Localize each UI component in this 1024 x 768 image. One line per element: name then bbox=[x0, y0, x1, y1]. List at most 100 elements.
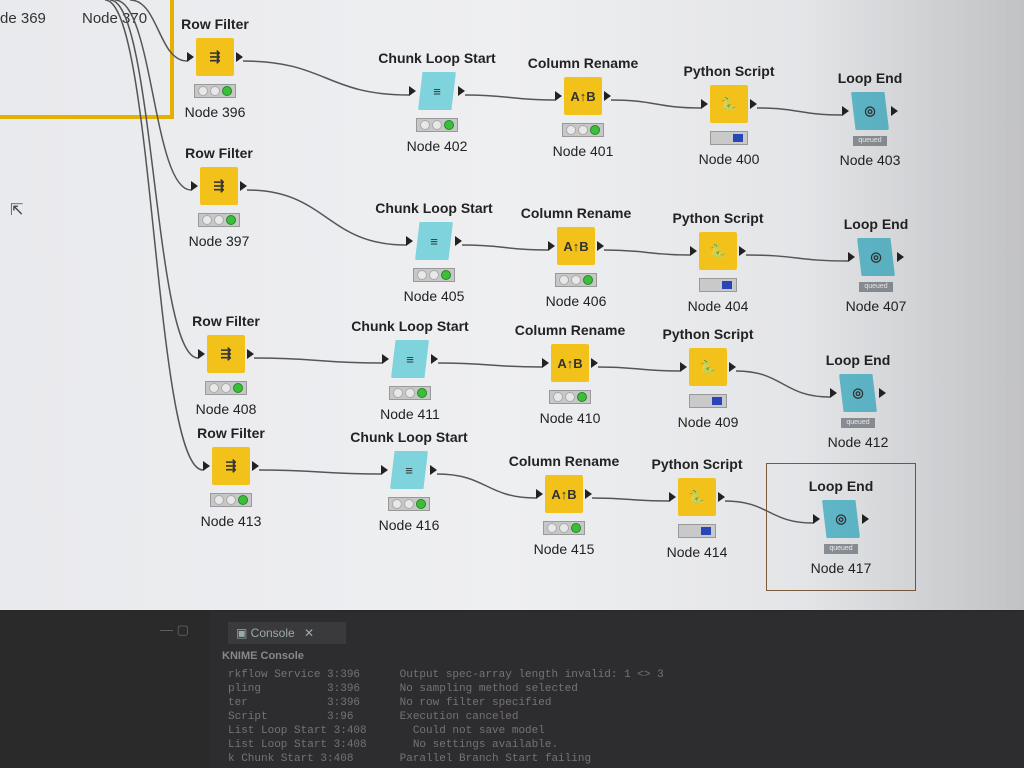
filter-node-icon[interactable]: ⇶ bbox=[212, 447, 250, 485]
wire-n408-n411[interactable] bbox=[253, 357, 383, 364]
node-n404[interactable]: Python Script🐍Node 404 bbox=[658, 210, 778, 314]
output-port-icon[interactable] bbox=[862, 514, 869, 524]
node-n416[interactable]: Chunk Loop Start≡Node 416 bbox=[349, 429, 469, 533]
wire-n397-n405[interactable] bbox=[246, 189, 407, 246]
wire-n396-n402[interactable] bbox=[242, 60, 410, 96]
node-n411[interactable]: Chunk Loop Start≡Node 411 bbox=[350, 318, 470, 422]
input-port-icon[interactable] bbox=[198, 349, 205, 359]
output-port-icon[interactable] bbox=[431, 354, 438, 364]
input-port-icon[interactable] bbox=[842, 106, 849, 116]
rename-node-icon[interactable]: A↑B bbox=[551, 344, 589, 382]
input-port-icon[interactable] bbox=[203, 461, 210, 471]
minimize-maximize-icon[interactable]: — ▢ bbox=[160, 622, 189, 637]
output-port-icon[interactable] bbox=[891, 106, 898, 116]
output-port-icon[interactable] bbox=[591, 358, 598, 368]
output-port-icon[interactable] bbox=[879, 388, 886, 398]
chunk-node-icon[interactable]: ≡ bbox=[390, 451, 428, 489]
output-port-icon[interactable] bbox=[236, 52, 243, 62]
input-port-icon[interactable] bbox=[409, 86, 416, 96]
wire-source-n396[interactable] bbox=[129, 0, 188, 62]
input-port-icon[interactable] bbox=[406, 236, 413, 246]
output-port-icon[interactable] bbox=[750, 99, 757, 109]
input-port-icon[interactable] bbox=[191, 181, 198, 191]
input-port-icon[interactable] bbox=[187, 52, 194, 62]
input-port-icon[interactable] bbox=[813, 514, 820, 524]
input-port-icon[interactable] bbox=[690, 246, 697, 256]
output-port-icon[interactable] bbox=[430, 465, 437, 475]
input-port-icon[interactable] bbox=[542, 358, 549, 368]
python-node-icon[interactable]: 🐍 bbox=[710, 85, 748, 123]
wire-n413-n416[interactable] bbox=[258, 469, 382, 475]
input-port-icon[interactable] bbox=[848, 252, 855, 262]
rename-node-icon[interactable]: A↑B bbox=[545, 475, 583, 513]
wire-n406-n404[interactable] bbox=[603, 249, 691, 256]
filter-node-icon[interactable]: ⇶ bbox=[196, 38, 234, 76]
wire-source-n408[interactable] bbox=[109, 0, 199, 359]
node-n409[interactable]: Python Script🐍Node 409 bbox=[648, 326, 768, 430]
output-port-icon[interactable] bbox=[604, 91, 611, 101]
input-port-icon[interactable] bbox=[548, 241, 555, 251]
output-port-icon[interactable] bbox=[455, 236, 462, 246]
input-port-icon[interactable] bbox=[555, 91, 562, 101]
output-port-icon[interactable] bbox=[718, 492, 725, 502]
loopend-node-icon[interactable]: ◎ bbox=[839, 374, 877, 412]
wire-n411-n410[interactable] bbox=[437, 362, 543, 368]
input-port-icon[interactable] bbox=[680, 362, 687, 372]
input-port-icon[interactable] bbox=[382, 354, 389, 364]
output-port-icon[interactable] bbox=[240, 181, 247, 191]
wire-n402-n401[interactable] bbox=[464, 94, 556, 101]
python-node-icon[interactable]: 🐍 bbox=[689, 348, 727, 386]
rename-node-icon[interactable]: A↑B bbox=[557, 227, 595, 265]
filter-node-icon[interactable]: ⇶ bbox=[207, 335, 245, 373]
input-port-icon[interactable] bbox=[701, 99, 708, 109]
node-n402[interactable]: Chunk Loop Start≡Node 402 bbox=[377, 50, 497, 154]
wire-n415-n414[interactable] bbox=[591, 497, 670, 502]
rename-node-icon[interactable]: A↑B bbox=[564, 77, 602, 115]
filter-node-icon[interactable]: ⇶ bbox=[200, 167, 238, 205]
node-n400[interactable]: Python Script🐍Node 400 bbox=[669, 63, 789, 167]
output-port-icon[interactable] bbox=[897, 252, 904, 262]
input-port-icon[interactable] bbox=[536, 489, 543, 499]
input-port-icon[interactable] bbox=[830, 388, 837, 398]
tab-console[interactable]: ▣ Console ✕ bbox=[228, 622, 346, 644]
node-n408[interactable]: Row Filter⇶Node 408 bbox=[166, 313, 286, 417]
wire-n414-n417[interactable] bbox=[724, 500, 814, 524]
output-port-icon[interactable] bbox=[739, 246, 746, 256]
python-node-icon[interactable]: 🐍 bbox=[678, 478, 716, 516]
chunk-node-icon[interactable]: ≡ bbox=[415, 222, 453, 260]
wire-n400-n403[interactable] bbox=[756, 107, 843, 116]
node-n413[interactable]: Row Filter⇶Node 413 bbox=[171, 425, 291, 529]
chunk-node-icon[interactable]: ≡ bbox=[391, 340, 429, 378]
loopend-node-icon[interactable]: ◎ bbox=[857, 238, 895, 276]
node-n396[interactable]: Row Filter⇶Node 396 bbox=[155, 16, 275, 120]
input-port-icon[interactable] bbox=[669, 492, 676, 502]
output-port-icon[interactable] bbox=[458, 86, 465, 96]
close-icon[interactable]: ✕ bbox=[304, 626, 315, 640]
wire-n405-n406[interactable] bbox=[461, 244, 549, 251]
output-port-icon[interactable] bbox=[247, 349, 254, 359]
wire-n404-n407[interactable] bbox=[745, 254, 849, 262]
input-port-icon[interactable] bbox=[381, 465, 388, 475]
wire-n416-n415[interactable] bbox=[436, 473, 537, 499]
wire-n410-n409[interactable] bbox=[597, 366, 681, 372]
loopend-node-icon[interactable]: ◎ bbox=[851, 92, 889, 130]
wire-source-n413[interactable] bbox=[104, 0, 204, 471]
output-port-icon[interactable] bbox=[597, 241, 604, 251]
chunk-node-icon[interactable]: ≡ bbox=[418, 72, 456, 110]
output-port-icon[interactable] bbox=[585, 489, 592, 499]
wire-n401-n400[interactable] bbox=[610, 99, 702, 109]
output-port-icon[interactable] bbox=[729, 362, 736, 372]
wire-n409-n412[interactable] bbox=[735, 370, 831, 398]
output-port-icon[interactable] bbox=[252, 461, 259, 471]
node-n405[interactable]: Chunk Loop Start≡Node 405 bbox=[374, 200, 494, 304]
node-n414[interactable]: Python Script🐍Node 414 bbox=[637, 456, 757, 560]
loopend-node-icon[interactable]: ◎ bbox=[822, 500, 860, 538]
node-n397[interactable]: Row Filter⇶Node 397 bbox=[159, 145, 279, 249]
